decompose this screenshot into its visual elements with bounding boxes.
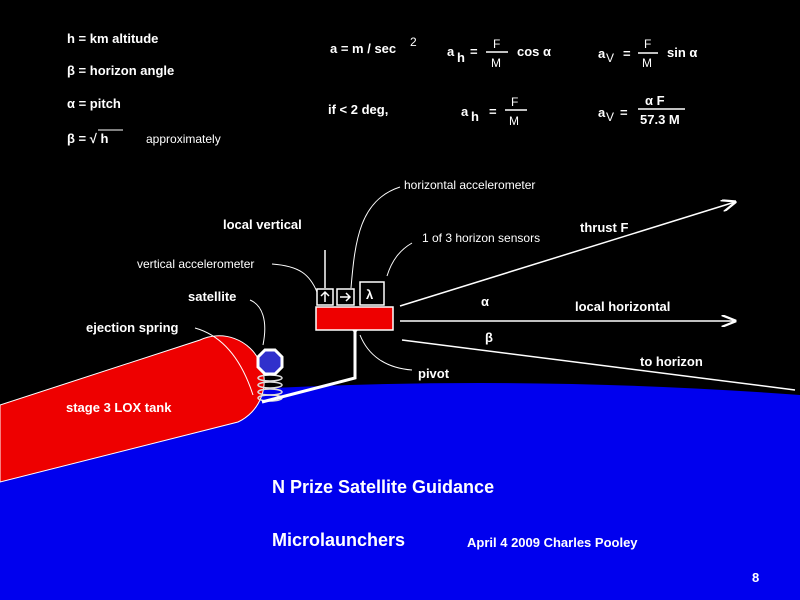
equation-av-sin: a V = F M sin α — [598, 37, 697, 70]
svg-text:=: = — [623, 46, 631, 61]
svg-text:V: V — [606, 51, 614, 65]
horizon-sensor — [359, 281, 385, 306]
horizontal-accelerometer-label: horizontal accelerometer — [404, 178, 535, 192]
small-angle-condition: if < 2 deg, — [328, 102, 388, 117]
svg-text:h: h — [471, 109, 479, 124]
svg-text:sin α: sin α — [667, 45, 697, 60]
tank-label: stage 3 LOX tank — [66, 400, 172, 415]
slide-title: N Prize Satellite Guidance — [272, 477, 494, 497]
svg-text:h: h — [457, 50, 465, 65]
svg-text:a: a — [598, 105, 606, 120]
satellite — [256, 348, 284, 376]
svg-text:=: = — [470, 44, 478, 59]
svg-text:V: V — [606, 110, 614, 124]
svg-text:M: M — [509, 114, 519, 128]
svg-text:F: F — [493, 37, 500, 51]
svg-text:M: M — [491, 56, 501, 70]
local-horizontal-label: local horizontal — [575, 299, 670, 314]
guidance-platform — [315, 306, 394, 331]
accel-units: a = m / sec — [330, 41, 396, 56]
lambda-symbol: λ — [366, 287, 374, 302]
thrust-label: thrust F — [580, 220, 628, 235]
beta-definition: β = horizon angle — [67, 63, 174, 78]
svg-text:M: M — [642, 56, 652, 70]
svg-text:57.3 M: 57.3 M — [640, 112, 680, 127]
thrust-vector — [399, 202, 735, 307]
svg-text:a: a — [447, 44, 455, 59]
svg-text:=: = — [489, 104, 497, 119]
date-author: April 4 2009 Charles Pooley — [467, 535, 638, 550]
equation-av-approx: a V = α F 57.3 M — [598, 93, 685, 127]
earth — [0, 383, 800, 600]
alpha-angle-label: α — [481, 294, 489, 309]
h-definition: h = km altitude — [67, 31, 158, 46]
pivot-post — [261, 328, 357, 404]
page-number: 8 — [752, 570, 759, 585]
approximately-text: approximately — [146, 132, 221, 146]
svg-text:cos α: cos α — [517, 44, 551, 59]
accel-units-exp: 2 — [410, 35, 417, 49]
arrow-up-icon — [320, 290, 330, 302]
svg-text:F: F — [644, 37, 651, 51]
svg-text:a: a — [461, 104, 469, 119]
arrow-right-icon — [340, 292, 352, 302]
pivot-label: pivot — [418, 366, 450, 381]
horizon-sensors-label: 1 of 3 horizon sensors — [422, 231, 540, 245]
ejection-spring-label: ejection spring — [86, 320, 179, 335]
svg-text:α F: α F — [645, 93, 665, 108]
equation-ah-approx: a h = F M — [461, 95, 527, 128]
to-horizon-label: to horizon — [640, 354, 703, 369]
alpha-definition: α = pitch — [67, 96, 121, 111]
leader-lines — [194, 186, 413, 396]
to-horizon-line — [401, 339, 796, 391]
vertical-accelerometer-label: vertical accelerometer — [137, 257, 254, 271]
svg-text:a: a — [598, 46, 606, 61]
beta-approx: β = √ h — [67, 131, 108, 146]
beta-angle-label: β — [485, 330, 493, 345]
svg-text:=: = — [620, 105, 628, 120]
org-name: Microlaunchers — [272, 530, 405, 550]
equation-ah-cos: a h = F M cos α — [447, 37, 551, 70]
satellite-label: satellite — [188, 289, 236, 304]
svg-text:F: F — [511, 95, 518, 109]
local-vertical-label: local vertical — [223, 217, 302, 232]
